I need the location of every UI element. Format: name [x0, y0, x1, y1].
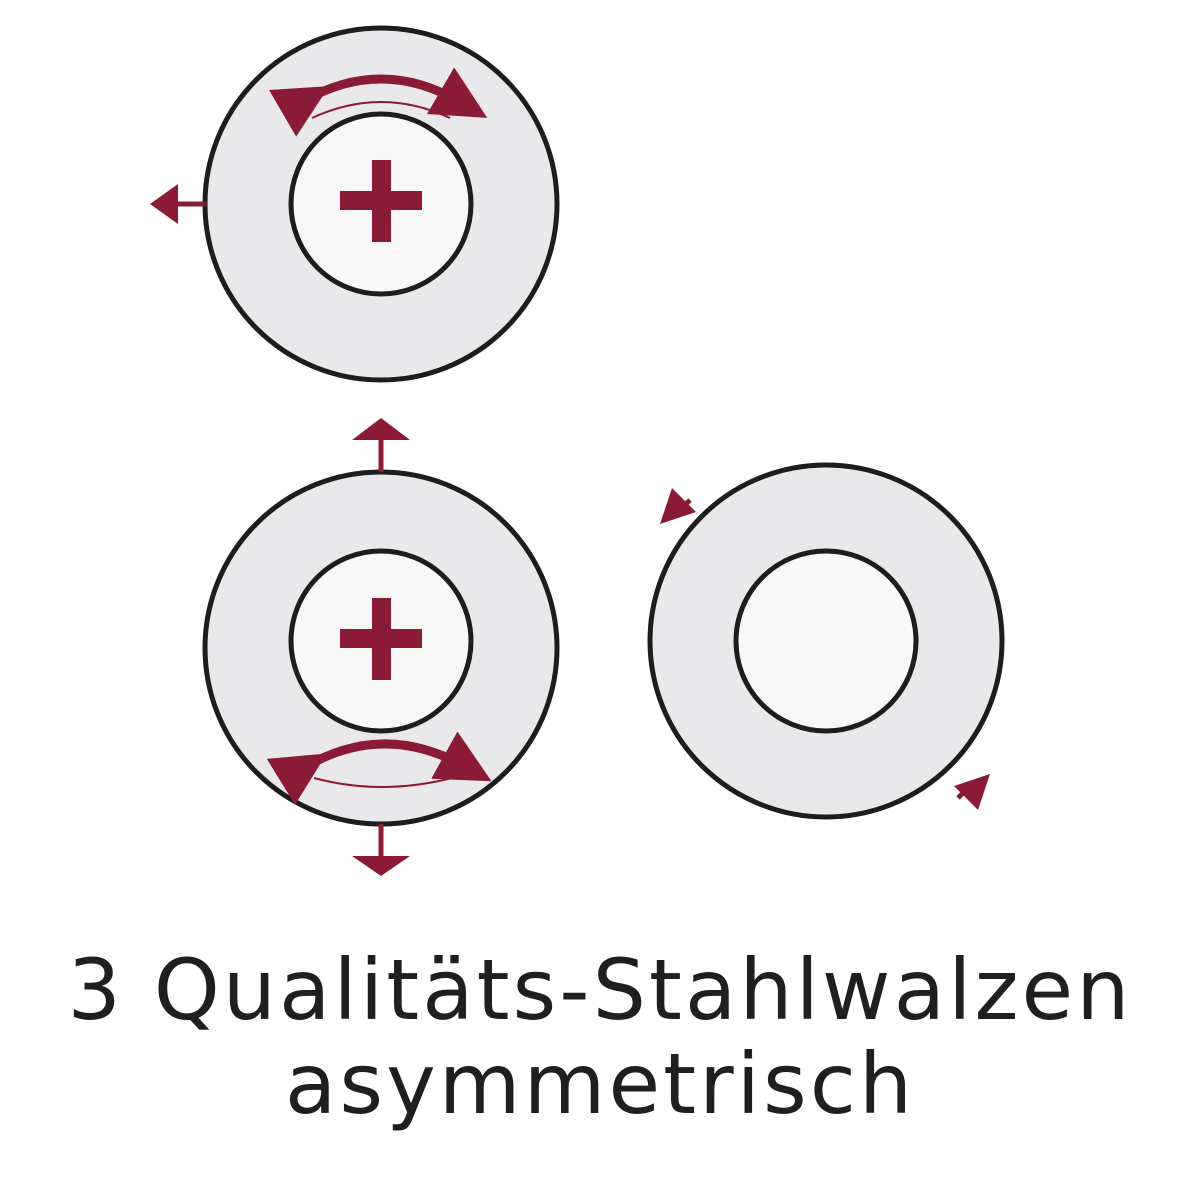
arrow-up-icon: [352, 418, 410, 472]
arrow-left-icon: [150, 184, 206, 224]
plus-icon: [340, 160, 422, 242]
caption-line-2: asymmetrisch: [284, 1035, 916, 1133]
arrow-diagonal-down-right-icon: [954, 774, 990, 810]
arrow-down-icon: [352, 824, 410, 876]
top-roller: [150, 25, 560, 383]
rotate-arc-top-icon: [268, 67, 488, 137]
arrow-diagonal-up-left-icon: [660, 488, 696, 524]
bottom-right-roller-hub: [733, 548, 919, 734]
bottom-right-roller: [647, 462, 1005, 820]
caption-line-1: 3 Qualitäts-Stahlwalzen: [67, 941, 1133, 1039]
rotate-arc-bottom-icon: [266, 731, 492, 805]
plus-icon: [340, 598, 422, 680]
bottom-left-roller: [202, 418, 560, 876]
